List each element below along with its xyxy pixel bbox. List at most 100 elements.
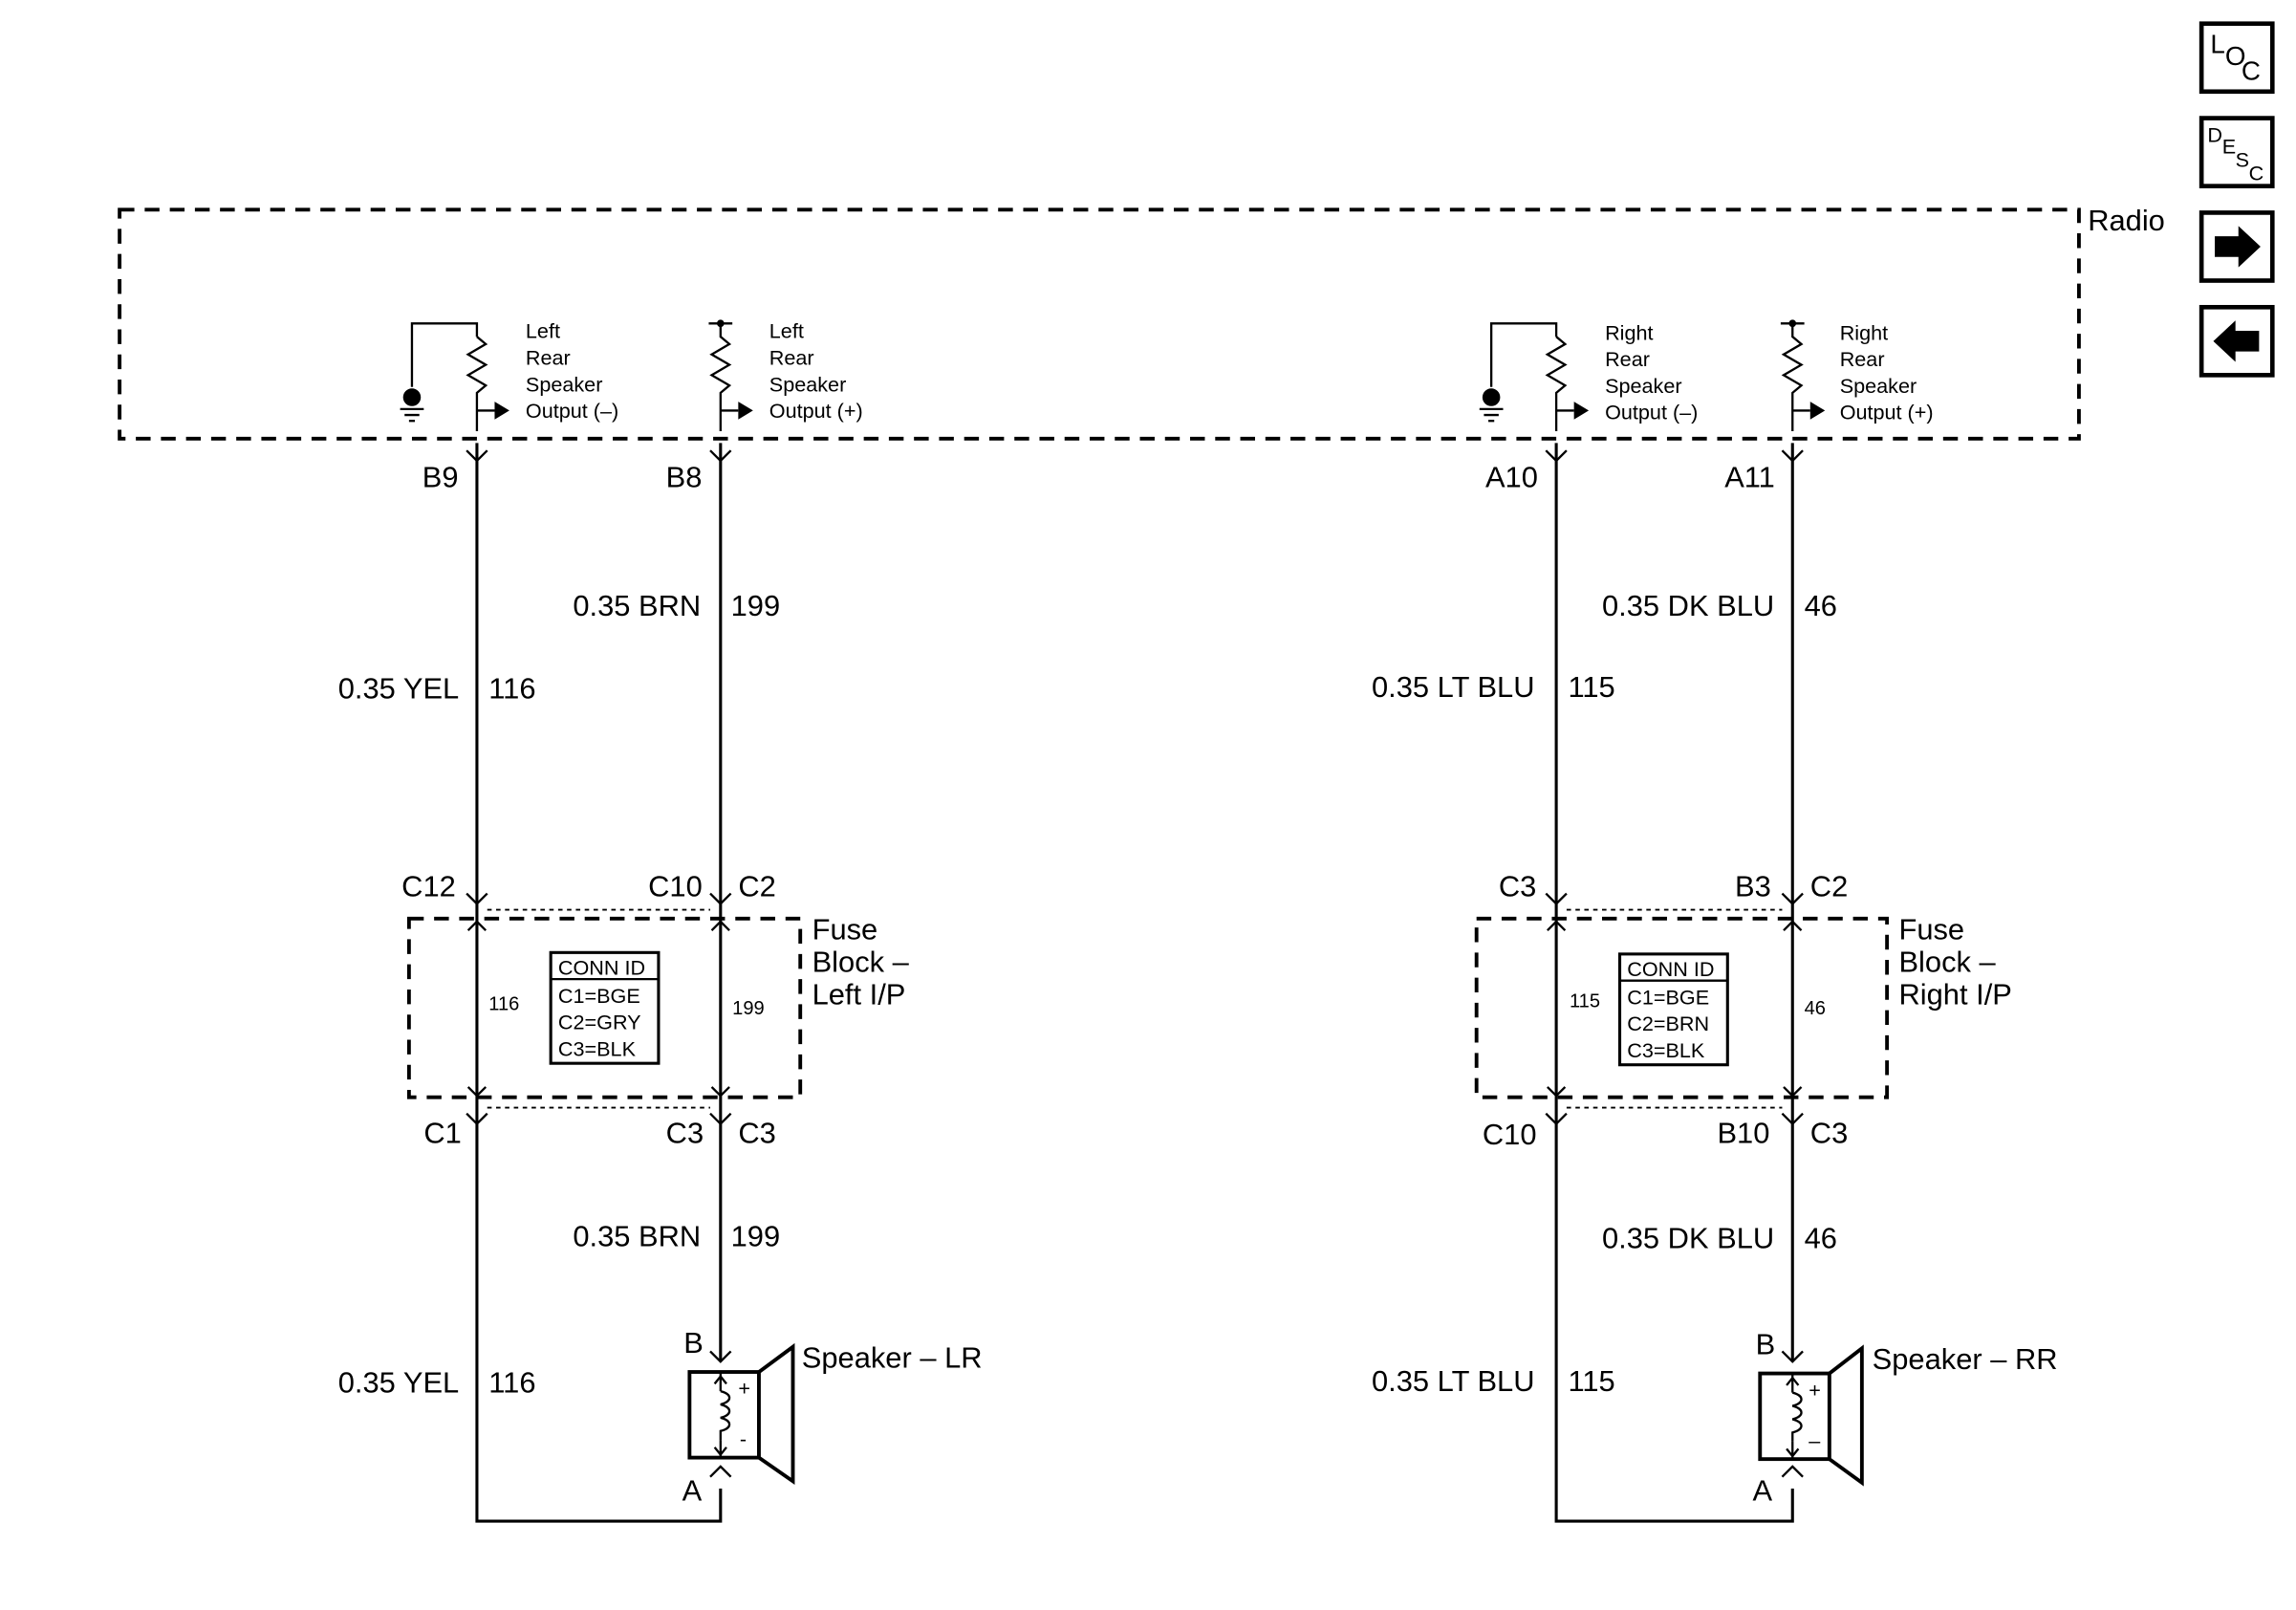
conn-id-right-c3: C3=BLK <box>1627 1038 1705 1062</box>
pin-a10: A10 <box>1485 461 1538 494</box>
fuse-right-pin-c10: C10 <box>1483 1118 1537 1151</box>
rr-pos-label-4: Output (+) <box>1840 401 1934 424</box>
fuse-right-pin-b10: B10 <box>1717 1117 1769 1150</box>
loc-button[interactable]: L O C <box>2199 21 2275 95</box>
lr-pos-label-3: Speaker <box>769 372 847 396</box>
fuse-right-circuit-46: 46 <box>1805 998 1826 1019</box>
fuse-left-pin-c1: C1 <box>423 1117 461 1150</box>
desc-letter-e: E <box>2222 135 2236 159</box>
wire2-115-circuit: 115 <box>1568 1364 1614 1398</box>
speaker-rr: + – <box>1758 1344 1864 1487</box>
fuse-block-left <box>406 916 803 1099</box>
lr-pos-label-4: Output (+) <box>769 399 863 423</box>
ground-icon <box>402 388 422 406</box>
fuse-left-pin-c3b: C3 <box>738 1117 775 1150</box>
wire2-46-color: 0.35 DK BLU <box>1602 1221 1774 1254</box>
wire-115-circuit: 115 <box>1568 670 1614 704</box>
conn-id-right-title: CONN ID <box>1627 957 1714 981</box>
fuse-right-pin-b3: B3 <box>1735 870 1771 903</box>
fuse-block-right <box>1474 916 1890 1099</box>
loc-letter-o: O <box>2225 41 2246 71</box>
fuse-left-pin-c10: C10 <box>648 870 703 903</box>
speaker-lr: + - <box>687 1342 795 1486</box>
arrow-left-icon <box>2213 320 2260 362</box>
lr-neg-label-2: Rear <box>526 346 571 370</box>
desc-letter-s: S <box>2236 148 2249 172</box>
conn-id-left-c1: C1=BGE <box>558 984 640 1008</box>
fuse-right-title-2: Block – <box>1898 945 1996 978</box>
wire2-115-color: 0.35 LT BLU <box>1372 1364 1535 1398</box>
desc-letter-c: C <box>2249 161 2264 185</box>
speaker-lr-label: Speaker – LR <box>802 1340 983 1374</box>
wire-115-color: 0.35 LT BLU <box>1372 670 1535 704</box>
conn-id-left-title: CONN ID <box>558 955 645 979</box>
speaker-lr-pin-a: A <box>682 1473 703 1507</box>
rr-neg-label-2: Rear <box>1605 347 1650 371</box>
fuse-right-pin-c3: C3 <box>1499 870 1536 903</box>
arrow-right-icon <box>2215 226 2261 268</box>
prev-button[interactable] <box>2199 304 2275 378</box>
fuse-left-pin-c2: C2 <box>738 870 775 903</box>
desc-letter-d: D <box>2207 122 2222 146</box>
speaker-lr-pin-b: B <box>683 1326 704 1360</box>
wire2-46-circuit: 46 <box>1805 1221 1837 1254</box>
fuse-left-circuit-116: 116 <box>488 994 519 1015</box>
radio-box <box>118 207 2081 441</box>
loc-letter-l: L <box>2210 30 2224 59</box>
speaker-rr-pin-b: B <box>1756 1327 1776 1360</box>
conn-id-right: CONN ID C1=BGE C2=BRN C3=BLK <box>1617 952 1729 1067</box>
desc-button[interactable]: D E S C <box>2199 116 2275 188</box>
speaker-rr-plus: + <box>1809 1378 1821 1402</box>
wire-115 <box>1554 443 1794 1523</box>
radio-label: Radio <box>2088 204 2165 237</box>
fuse-right-pin-c3: C3 <box>1810 1117 1848 1150</box>
wire-116-color: 0.35 YEL <box>338 672 459 706</box>
lr-neg-label-1: Left <box>526 319 560 343</box>
rr-pos-output-circuit <box>1780 319 1826 432</box>
pin-a11: A11 <box>1724 461 1775 494</box>
wire2-116-color: 0.35 YEL <box>338 1366 459 1400</box>
fuse-left-pin-c12: C12 <box>401 870 456 903</box>
conn-id-right-c1: C1=BGE <box>1627 985 1709 1009</box>
wire-116 <box>475 443 723 1523</box>
fuse-left-circuit-199: 199 <box>732 998 765 1019</box>
wire-46-circuit: 46 <box>1805 589 1837 622</box>
wire-116-circuit: 116 <box>488 672 535 706</box>
wire-199-circuit: 199 <box>731 589 781 622</box>
wire2-199-circuit: 199 <box>731 1220 781 1253</box>
wire2-199-color: 0.35 BRN <box>573 1220 701 1253</box>
lr-pos-label-2: Rear <box>769 346 814 370</box>
speaker-lr-minus: - <box>740 1426 747 1450</box>
loc-letter-c: C <box>2242 55 2261 85</box>
speaker-rr-minus: – <box>1809 1428 1820 1452</box>
fuse-right-pin-c2: C2 <box>1810 870 1848 903</box>
rr-pos-label-1: Right <box>1840 320 1888 344</box>
rr-neg-label-4: Output (–) <box>1605 401 1698 424</box>
lr-neg-label-4: Output (–) <box>526 399 618 423</box>
fuse-left-title-3: Left I/P <box>812 977 906 1011</box>
rr-neg-label-1: Right <box>1605 320 1653 344</box>
pin-b8: B8 <box>666 461 703 494</box>
fuse-left-title-1: Fuse <box>812 912 878 946</box>
lr-pos-label-1: Left <box>769 319 804 343</box>
speaker-rr-pin-a: A <box>1753 1473 1773 1507</box>
rr-pos-label-3: Speaker <box>1840 374 1917 398</box>
lr-neg-output-circuit <box>400 322 509 432</box>
rr-neg-output-circuit <box>1479 322 1590 432</box>
speaker-lr-plus: + <box>738 1377 750 1401</box>
wire-46-color: 0.35 DK BLU <box>1602 589 1774 622</box>
ground-icon <box>1482 388 1501 406</box>
fuse-right-title-1: Fuse <box>1898 912 1964 946</box>
fuse-left-pin-c3a: C3 <box>666 1117 704 1150</box>
speaker-rr-label: Speaker – RR <box>1873 1342 2058 1376</box>
lr-neg-label-3: Speaker <box>526 372 603 396</box>
conn-id-left: CONN ID C1=BGE C2=GRY C3=BLK <box>549 950 661 1065</box>
next-button[interactable] <box>2199 210 2275 283</box>
rr-pos-label-2: Rear <box>1840 347 1885 371</box>
wire2-116-circuit: 116 <box>488 1366 535 1400</box>
fuse-right-title-3: Right I/P <box>1898 977 2011 1011</box>
conn-id-right-c2: C2=BRN <box>1627 1012 1709 1035</box>
lr-pos-output-circuit <box>708 319 753 432</box>
fuse-right-circuit-115: 115 <box>1570 990 1600 1012</box>
